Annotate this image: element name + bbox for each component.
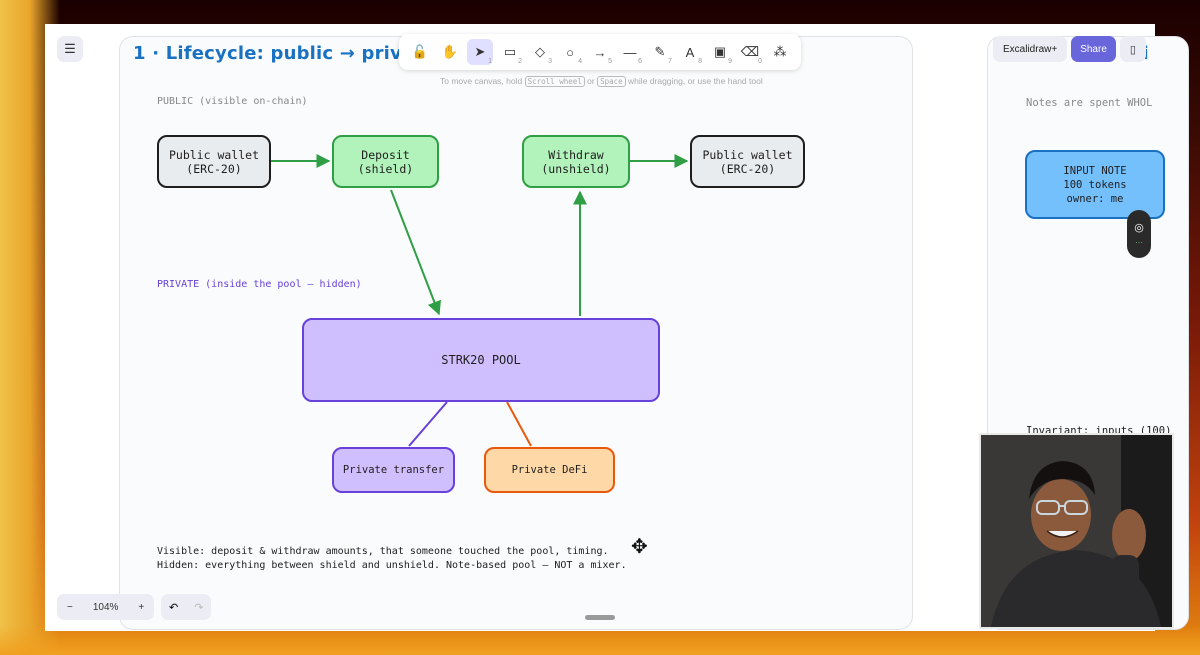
- input-note-box[interactable]: INPUT NOTE 100 tokens owner: me: [1025, 150, 1165, 219]
- ellipse-tool-button[interactable]: ○4: [557, 39, 583, 66]
- input-note-line1: INPUT NOTE: [1063, 164, 1127, 177]
- spiral-icon: ◎: [1134, 222, 1144, 234]
- ellipse-icon: ○: [566, 44, 574, 60]
- hand-icon: ✋: [441, 44, 459, 59]
- withdraw-box[interactable]: Withdraw (unshield): [522, 135, 630, 188]
- side-assistant-widget[interactable]: ◎ ···: [1127, 210, 1151, 258]
- excalidraw-app-window: 1 · Lifecycle: public → private → Fi PUB…: [45, 24, 1189, 631]
- withdraw-line1: Withdraw: [548, 147, 604, 162]
- public-wallet-right-line2: (ERC-20): [719, 161, 776, 176]
- tool-shortcut-hint: 0: [758, 58, 762, 65]
- zoom-out-button[interactable]: −: [67, 601, 73, 613]
- presenter-illustration: [981, 435, 1172, 627]
- shapes-icon: ⁂: [773, 44, 787, 59]
- excalidraw-plus-button[interactable]: Excalidraw+: [993, 36, 1068, 62]
- text-icon: A: [685, 44, 695, 60]
- input-note-line3: owner: me: [1066, 192, 1124, 205]
- public-wallet-left-box[interactable]: Public wallet (ERC-20): [157, 135, 271, 188]
- hint-text-or: or: [587, 76, 595, 86]
- pencil-tool-button[interactable]: ✎7: [647, 39, 673, 65]
- share-button[interactable]: Share: [1071, 36, 1116, 62]
- tool-shortcut-hint: 5: [608, 58, 612, 65]
- tool-shortcut-hint: 9: [728, 58, 732, 65]
- hand-tool-button[interactable]: ✋: [437, 39, 463, 65]
- public-section-label: PUBLIC (visible on-chain): [157, 96, 308, 107]
- lock-tool-button[interactable]: 🔓: [407, 39, 433, 65]
- image-icon: ▣: [713, 44, 727, 59]
- connector-layer: [271, 154, 689, 447]
- diamond-tool-button[interactable]: ◇3: [527, 39, 553, 65]
- top-right-actions: Excalidraw+ Share ▯: [993, 36, 1146, 62]
- rectangle-tool-button[interactable]: ▭2: [497, 39, 523, 65]
- line-icon: —: [623, 44, 637, 60]
- lock-icon: 🔓: [411, 44, 429, 59]
- arrow-icon: →: [593, 44, 607, 60]
- selection-tool-button[interactable]: ➤1: [467, 39, 493, 65]
- private-transfer-label: Private transfer: [342, 464, 445, 476]
- bottom-scroll-handle[interactable]: [585, 615, 615, 620]
- selection-icon: ➤: [474, 44, 486, 59]
- tool-shortcut-hint: 8: [698, 58, 702, 65]
- hint-text-1: To move canvas, hold: [440, 76, 523, 86]
- history-controls: ↶ ↷: [161, 594, 212, 620]
- move-cursor-icon: ✥: [631, 536, 648, 558]
- arrow-tool-button[interactable]: →5: [587, 39, 613, 66]
- canvas-hint: To move canvas, hold Scroll wheel or Spa…: [440, 76, 763, 87]
- sidebar-toggle-icon: ▯: [1129, 43, 1136, 56]
- eraser-tool-button[interactable]: ⌫0: [737, 39, 763, 65]
- shapes-tool-button[interactable]: ⁂: [767, 39, 793, 65]
- deposit-box[interactable]: Deposit (shield): [332, 135, 439, 188]
- line-pool-to-defi[interactable]: [506, 401, 532, 447]
- visible-note-text: Visible: deposit & withdraw amounts, tha…: [157, 546, 609, 557]
- line-pool-to-transfer[interactable]: [408, 401, 448, 447]
- pool-label: STRK20 POOL: [441, 353, 521, 367]
- input-note-line2: 100 tokens: [1063, 178, 1127, 191]
- private-defi-label: Private DeFi: [511, 464, 588, 476]
- public-wallet-left-line2: (ERC-20): [186, 161, 242, 176]
- hamburger-icon: ☰: [64, 41, 76, 56]
- public-wallet-right-box[interactable]: Public wallet (ERC-20): [690, 135, 805, 188]
- withdraw-line2: (unshield): [541, 161, 611, 176]
- eraser-icon: ⌫: [740, 44, 760, 59]
- tool-shortcut-hint: 7: [668, 58, 672, 65]
- zoom-controls: − 104% +: [57, 594, 155, 620]
- main-menu-button[interactable]: ☰: [57, 36, 83, 62]
- tool-shortcut-hint: 2: [518, 58, 522, 65]
- pencil-icon: ✎: [654, 44, 666, 59]
- private-section-label: PRIVATE (inside the pool — hidden): [157, 279, 362, 290]
- hint-key-space: Space: [597, 76, 626, 87]
- library-button[interactable]: ▯: [1119, 36, 1146, 62]
- zoom-in-button[interactable]: +: [138, 601, 145, 613]
- notes-header-text: Notes are spent WHOL: [1026, 97, 1153, 109]
- arrow-deposit-to-pool[interactable]: [390, 189, 441, 316]
- deposit-line2: (shield): [357, 161, 414, 176]
- hint-key-scroll: Scroll wheel: [524, 76, 585, 87]
- tool-shortcut-hint: 3: [548, 58, 552, 65]
- frame-title: 1 · Lifecycle: public → private →: [133, 43, 458, 64]
- rectangle-icon: ▭: [503, 44, 517, 59]
- private-defi-box[interactable]: Private DeFi: [484, 447, 615, 493]
- deposit-line1: Deposit: [361, 147, 410, 162]
- image-tool-button[interactable]: ▣9: [707, 39, 733, 65]
- zoom-level[interactable]: 104%: [92, 601, 119, 613]
- redo-button[interactable]: ↷: [194, 601, 204, 614]
- hidden-note-text: Hidden: everything between shield and un…: [157, 560, 627, 571]
- tool-shortcut-hint: 4: [578, 58, 582, 65]
- webcam-overlay: [979, 433, 1174, 629]
- tool-shortcut-hint: 1: [488, 58, 492, 65]
- diamond-icon: ◇: [535, 44, 545, 59]
- public-wallet-left-line1: Public wallet: [168, 147, 259, 162]
- public-wallet-right-line1: Public wallet: [702, 147, 793, 162]
- line-tool-button[interactable]: —6: [617, 39, 643, 66]
- hint-text-2: while dragging, or use the hand tool: [628, 76, 763, 86]
- dots-icon: ···: [1135, 238, 1143, 247]
- strk20-pool-box[interactable]: STRK20 POOL: [302, 318, 660, 402]
- private-transfer-box[interactable]: Private transfer: [332, 447, 455, 493]
- tool-shortcut-hint: 6: [638, 58, 642, 65]
- undo-button[interactable]: ↶: [169, 601, 179, 614]
